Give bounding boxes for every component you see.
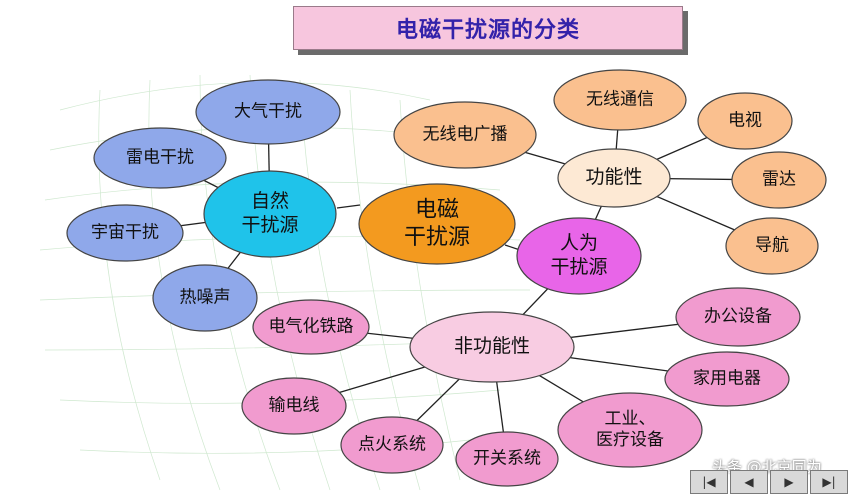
functional-item-label: 导航 <box>755 236 789 256</box>
human-hub-shape <box>516 217 642 295</box>
human-hub-label: 干扰源 <box>550 256 607 278</box>
edge-center-natural <box>336 204 361 209</box>
nonfunctional-hub-shape <box>409 311 575 383</box>
natural-item: 大气干扰 <box>195 79 341 145</box>
center-hub: 电磁干扰源 <box>358 183 516 265</box>
nonfunctional-item-label: 家用电器 <box>693 369 761 389</box>
natural-item-shape <box>152 264 258 332</box>
functional-item: 雷达 <box>731 151 827 209</box>
functional-hub-shape <box>557 148 671 208</box>
functional-item: 导航 <box>725 217 819 275</box>
functional-item-label: 无线通信 <box>586 90 654 110</box>
natural-item-shape <box>195 79 341 145</box>
natural-hub-label: 干扰源 <box>241 214 298 236</box>
functional-item: 无线通信 <box>553 69 687 131</box>
natural-hub-shape <box>203 170 337 258</box>
nonfunctional-item-shape <box>252 299 370 355</box>
nonfunctional-item-shape <box>557 392 703 468</box>
functional-item-label: 无线电广播 <box>423 125 508 145</box>
natural-item: 热噪声 <box>152 264 258 332</box>
functional-hub: 功能性 <box>557 148 671 208</box>
nonfunctional-item-label: 工业、 <box>605 409 656 429</box>
nonfunctional-item-label: 医疗设备 <box>596 430 664 450</box>
slide-navigation: |◀ ◀ ▶ ▶| <box>690 470 850 494</box>
functional-item-label: 电视 <box>728 111 762 131</box>
natural-item: 宇宙干扰 <box>66 204 184 262</box>
nonfunctional-item: 工业、医疗设备 <box>557 392 703 468</box>
natural-item-label: 宇宙干扰 <box>91 223 159 243</box>
nonfunctional-hub: 非功能性 <box>409 311 575 383</box>
nonfunctional-item-label: 输电线 <box>269 396 320 416</box>
natural-item: 雷电干扰 <box>93 127 227 189</box>
nonfunctional-item-label: 办公设备 <box>704 307 772 327</box>
center-hub-label: 干扰源 <box>404 225 470 250</box>
natural-item-label: 热噪声 <box>180 288 231 308</box>
nonfunctional-item: 办公设备 <box>675 287 801 347</box>
nonfunctional-item-shape <box>455 431 559 487</box>
nonfunctional-item: 输电线 <box>241 377 347 435</box>
natural-item-shape <box>66 204 184 262</box>
nonfunctional-item-shape <box>241 377 347 435</box>
nonfunctional-item-shape <box>340 416 444 474</box>
functional-item-shape <box>393 101 537 169</box>
nonfunctional-item: 电气化铁路 <box>252 299 370 355</box>
natural-hub-label: 自然 <box>251 190 289 212</box>
nonfunctional-item-shape <box>664 351 790 407</box>
last-slide-icon[interactable]: ▶| <box>810 470 848 494</box>
natural-item-label: 雷电干扰 <box>126 148 194 168</box>
functional-item-label: 雷达 <box>762 170 796 190</box>
nonfunctional-hub-label: 非功能性 <box>454 335 530 357</box>
functional-hub-label: 功能性 <box>585 166 642 188</box>
functional-item-shape <box>697 92 793 150</box>
functional-item-shape <box>725 217 819 275</box>
prev-slide-icon[interactable]: ◀ <box>730 470 768 494</box>
functional-item-shape <box>553 69 687 131</box>
natural-item-label: 大气干扰 <box>234 102 302 122</box>
first-slide-icon[interactable]: |◀ <box>690 470 728 494</box>
nonfunctional-item: 开关系统 <box>455 431 559 487</box>
nonfunctional-item-label: 点火系统 <box>358 435 426 455</box>
nonfunctional-item-shape <box>675 287 801 347</box>
page-title: 电磁干扰源的分类 <box>293 6 683 50</box>
center-hub-label: 电磁 <box>415 197 459 222</box>
next-slide-icon[interactable]: ▶ <box>770 470 808 494</box>
nonfunctional-item: 家用电器 <box>664 351 790 407</box>
human-hub-label: 人为 <box>560 232 598 254</box>
nonfunctional-item: 点火系统 <box>340 416 444 474</box>
functional-item: 无线电广播 <box>393 101 537 169</box>
nonfunctional-item-label: 电气化铁路 <box>269 317 354 337</box>
natural-item-shape <box>93 127 227 189</box>
functional-item-shape <box>731 151 827 209</box>
functional-item: 电视 <box>697 92 793 150</box>
center-hub-shape <box>358 183 516 265</box>
nonfunctional-item-label: 开关系统 <box>473 449 541 469</box>
